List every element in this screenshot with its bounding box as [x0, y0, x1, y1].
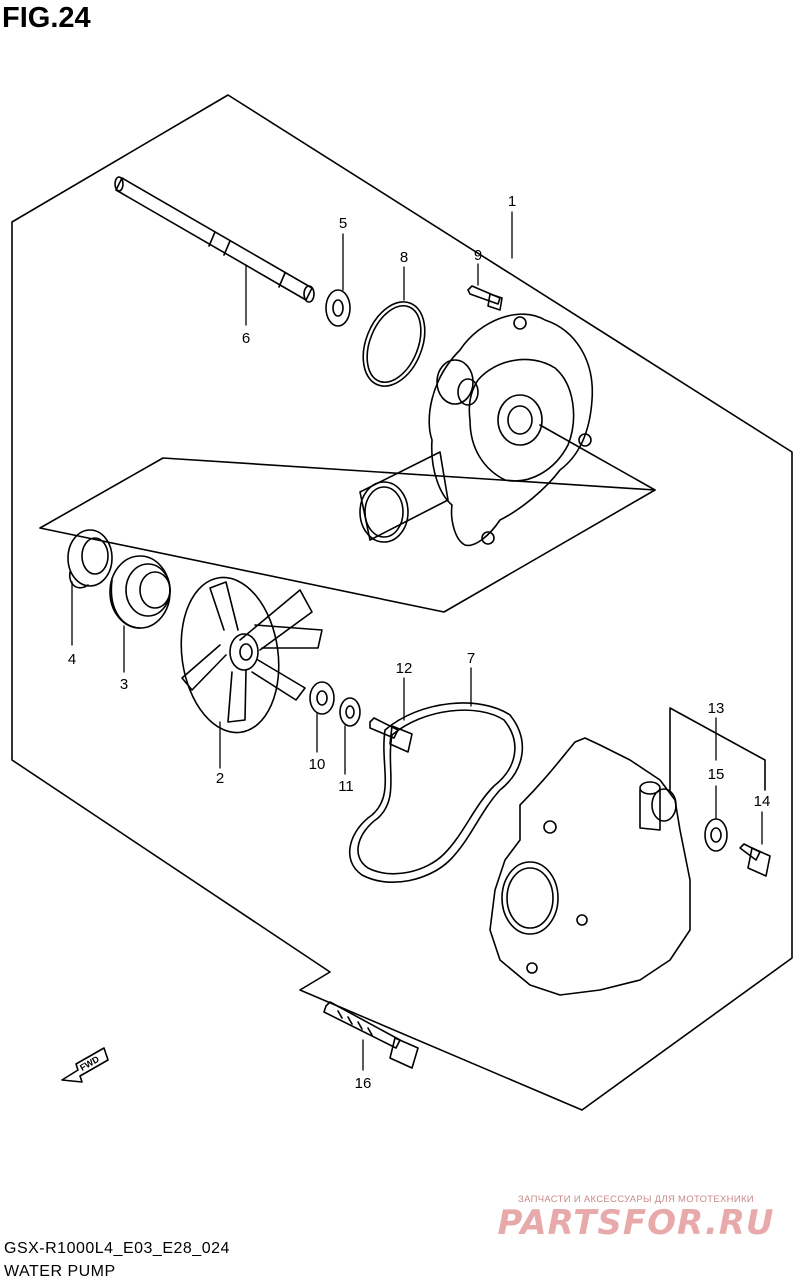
callout-2: 2 — [216, 770, 224, 787]
part-9-bolt[interactable] — [467, 285, 503, 311]
callout-1: 1 — [508, 193, 516, 210]
callout-5: 5 — [339, 215, 347, 232]
part-11-washer[interactable] — [339, 697, 361, 727]
callout-13: 13 — [708, 700, 725, 717]
footer-model-code: GSX-R1000L4_E03_E28_024 — [4, 1240, 230, 1257]
part-3-mechanical-seal[interactable] — [109, 555, 171, 629]
bracket-13 — [669, 707, 766, 791]
part-8-o-ring[interactable] — [352, 293, 437, 396]
part-14-bolt[interactable] — [739, 843, 771, 877]
callout-8: 8 — [400, 249, 408, 266]
part-12-bolt[interactable] — [369, 717, 413, 753]
callout-4: 4 — [68, 651, 76, 668]
subassembly-outline-pump-case — [39, 457, 656, 613]
watermark-tagline: ЗАПЧАСТИ И АКСЕССУАРЫ ДЛЯ МОТОТЕХНИКИ — [518, 1194, 754, 1205]
callouts: 1 2 3 4 5 6 7 8 9 10 11 12 13 14 15 16 — [68, 193, 771, 1092]
part-16-bolt[interactable] — [323, 1001, 419, 1069]
part-10-washer[interactable] — [309, 681, 335, 715]
part-2-impeller[interactable] — [172, 571, 323, 739]
callout-6: 6 — [242, 330, 250, 347]
part-4-oil-seal[interactable] — [67, 529, 113, 589]
assembly-outline — [11, 94, 793, 1111]
callout-14: 14 — [754, 793, 771, 810]
callout-10: 10 — [309, 756, 326, 773]
watermark: ЗАПЧАСТИ И АКСЕССУАРЫ ДЛЯ МОТОТЕХНИКИ PA… — [486, 1194, 786, 1241]
callout-3: 3 — [120, 676, 128, 693]
part-15-washer[interactable] — [704, 818, 728, 852]
pump-cover[interactable] — [489, 737, 691, 996]
callout-15: 15 — [708, 766, 725, 783]
part-6-shaft[interactable] — [114, 176, 315, 303]
part-5-washer[interactable] — [325, 289, 351, 327]
watermark-logo: PARTSFOR.RU — [497, 1203, 775, 1243]
callout-12: 12 — [396, 660, 413, 677]
forward-arrow-icon: FWD — [61, 1047, 109, 1083]
part-1-pump-case[interactable] — [359, 313, 656, 547]
figure-title: FIG.24 — [2, 2, 91, 34]
callout-7: 7 — [467, 650, 475, 667]
callout-9: 9 — [474, 247, 482, 264]
leader-lines — [71, 211, 763, 1071]
callout-11: 11 — [338, 778, 354, 795]
callout-16: 16 — [355, 1075, 372, 1092]
part-7-gasket[interactable] — [348, 702, 524, 883]
footer-section-name: WATER PUMP — [4, 1263, 116, 1280]
